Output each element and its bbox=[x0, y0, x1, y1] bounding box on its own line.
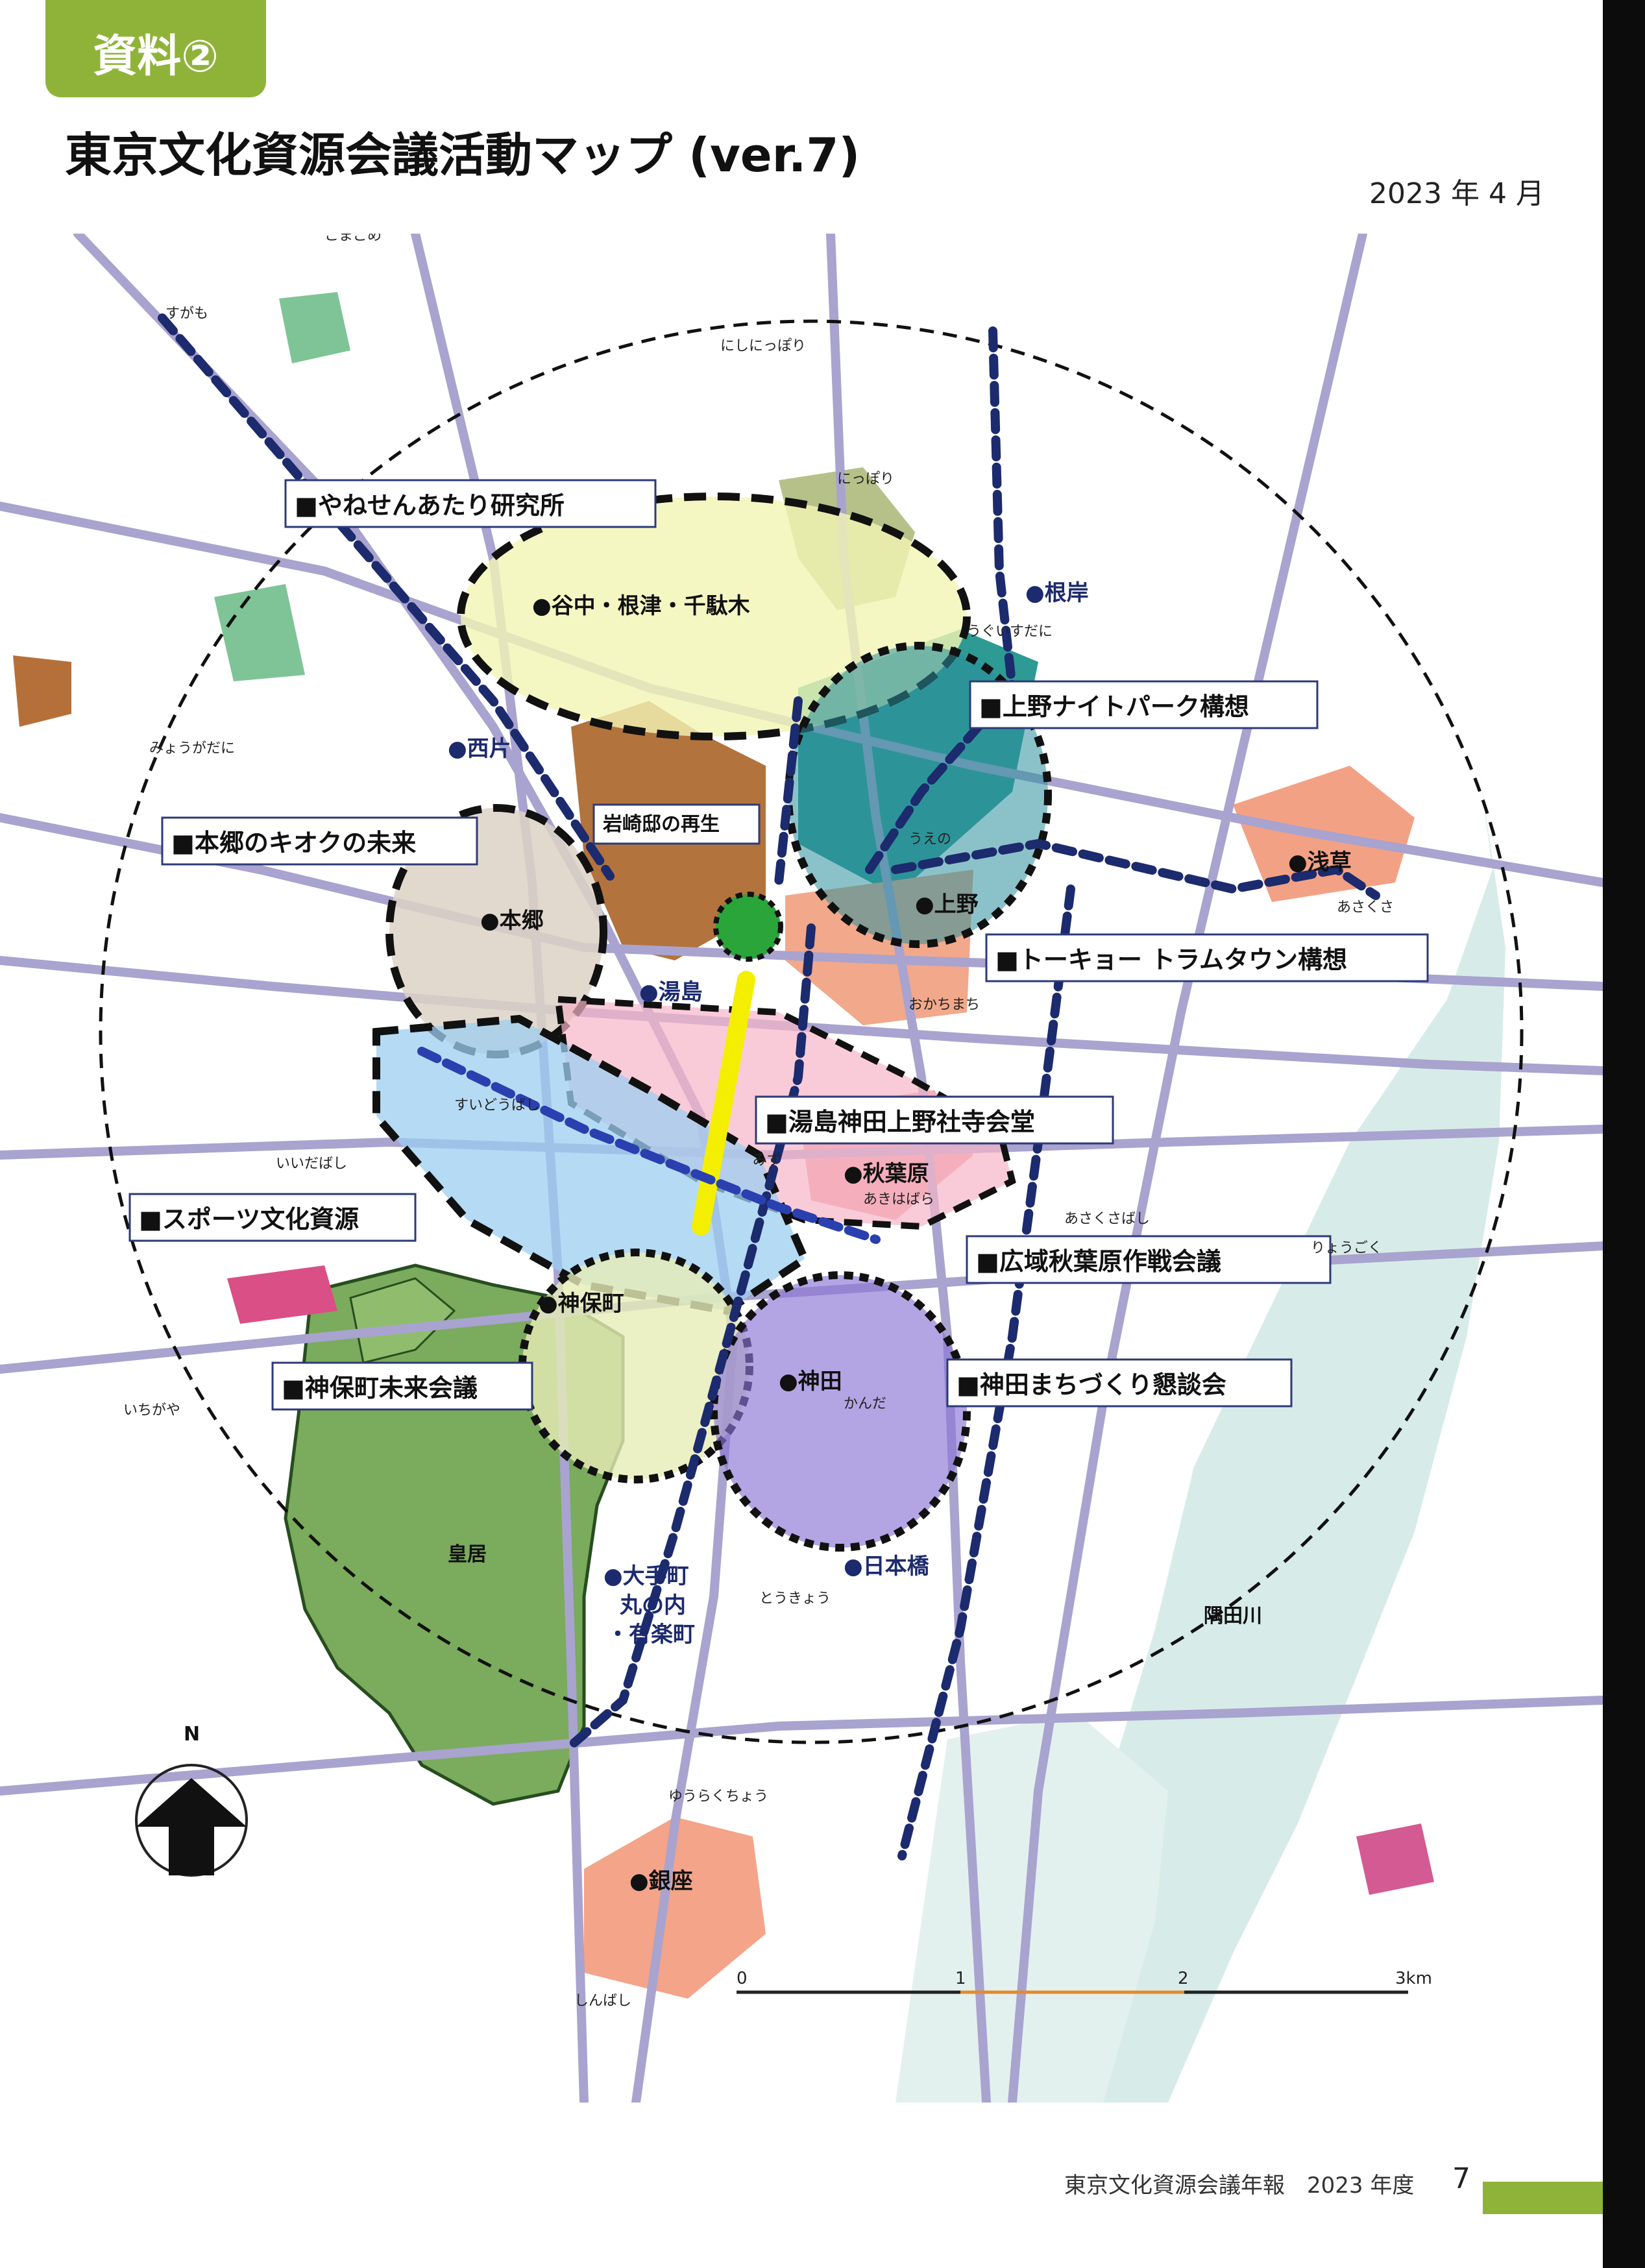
tram-route-6 bbox=[774, 696, 803, 887]
station-label-4: みょうがだに bbox=[149, 740, 235, 757]
project-label-5: ■湯島神田上野社寺会堂 bbox=[765, 1108, 1035, 1136]
ichigaya-marker bbox=[227, 1265, 337, 1324]
station-label-1: にしにっぽり bbox=[720, 338, 806, 354]
project-label-box-3 bbox=[592, 803, 761, 845]
page-number: 7 bbox=[1452, 2162, 1470, 2195]
activity-map: 0 1 2 3km N ■やねせんあたり研究所 ■上野ナイトパーク構想 ■本郷のキオ… bbox=[0, 234, 1603, 2103]
tram-route-3 bbox=[891, 838, 1380, 900]
area-label-2: ●西片 bbox=[448, 736, 511, 762]
station-label-6: おかちまち bbox=[908, 997, 980, 1013]
project-label-box-1 bbox=[969, 680, 1319, 729]
station-label-7: あさくさ bbox=[1337, 899, 1394, 916]
station-label-15: とうきょう bbox=[759, 1591, 831, 1607]
rikugien-park bbox=[214, 584, 305, 681]
station-label-17: しんばし bbox=[574, 1993, 631, 2009]
area-label-1: ●根岸 bbox=[1025, 580, 1089, 606]
iwasaki-residence bbox=[713, 892, 783, 962]
project-label-0: ■やねせんあたり研究所 bbox=[295, 491, 565, 520]
page-title: 東京文化資源会議活動マップ (ver.7) bbox=[65, 128, 860, 182]
tram-route-1 bbox=[158, 313, 615, 881]
station-label-11: あさくさばし bbox=[1064, 1211, 1150, 1227]
station-label-2: にっぽり bbox=[837, 471, 894, 487]
tram-route-4 bbox=[897, 884, 1075, 1860]
project-label-box-4 bbox=[985, 933, 1429, 982]
project-label-1: ■上野ナイトパーク構想 bbox=[979, 692, 1249, 721]
station-label-3: うぐいすだに bbox=[967, 624, 1053, 640]
komagome-park bbox=[279, 292, 350, 363]
project-label-2: ■本郷のキオクの未来 bbox=[171, 829, 416, 857]
area-label-3: ●本郷 bbox=[480, 908, 544, 934]
project-label-box-6 bbox=[128, 1193, 417, 1242]
project-areas bbox=[372, 493, 1052, 1552]
area-label-10: ●日本橋 bbox=[844, 1554, 929, 1579]
ginza-district bbox=[584, 1817, 766, 1999]
project-label-box-7 bbox=[966, 1235, 1332, 1284]
area-label-12: 丸の内 bbox=[619, 1592, 686, 1618]
date-label: 2023 年 4 月 bbox=[1369, 177, 1544, 210]
station-label-9: いいだばし bbox=[276, 1156, 347, 1172]
project-label-box-5 bbox=[755, 1095, 1114, 1145]
footer-publication: 東京文化資源会議年報 2023 年度 bbox=[1064, 2173, 1415, 2199]
area-label-11: ●大手町 bbox=[603, 1563, 689, 1589]
station-label-8: すいどうばし bbox=[454, 1097, 540, 1114]
station-label-13: いちがや bbox=[123, 1402, 180, 1419]
area-label-14: ●銀座 bbox=[629, 1868, 693, 1894]
yushima-highlight-line bbox=[692, 971, 755, 1236]
scale-tick-3: 3km bbox=[1395, 1969, 1432, 1988]
document-tab: 資料② bbox=[45, 0, 266, 97]
tram-route-7 bbox=[417, 1047, 881, 1244]
area-label-9: ●神田 bbox=[779, 1369, 842, 1395]
station-label-14: かんだ bbox=[844, 1396, 886, 1412]
north-arrow: N bbox=[135, 1723, 248, 1877]
north-arrow-icon bbox=[136, 1778, 247, 1875]
project-label-8: ■神田まちづくり懇談会 bbox=[957, 1371, 1226, 1399]
project-label-4: ■トーキョー トラムタウン構想 bbox=[995, 945, 1347, 974]
station-label-16: ゆうらくちょう bbox=[668, 1788, 768, 1805]
scale-tick-2: 2 bbox=[1178, 1969, 1189, 1988]
area-label-6: ●浅草 bbox=[1288, 849, 1352, 875]
project-label-6: ■スポーツ文化資源 bbox=[139, 1205, 359, 1234]
project-label-box-0 bbox=[284, 479, 657, 528]
project-label-box-2 bbox=[161, 816, 478, 866]
sports-culture-area bbox=[372, 1014, 810, 1315]
project-label-box-9 bbox=[271, 1361, 533, 1411]
project-label-box-8 bbox=[946, 1358, 1293, 1408]
east-pink-block bbox=[1356, 1823, 1434, 1895]
area-label-13: ・有楽町 bbox=[607, 1622, 695, 1648]
area-label-8: ●神保町 bbox=[539, 1291, 624, 1317]
area-label-0: ●谷中・根津・千駄木 bbox=[532, 593, 750, 619]
station-label-5: うえの bbox=[908, 831, 951, 847]
area-label-16: 隅田川 bbox=[1204, 1605, 1262, 1628]
kanda-area bbox=[710, 1271, 971, 1552]
map-label-layer: ■やねせんあたり研究所 ■上野ナイトパーク構想 ■本郷のキオクの未来 岩崎邸の再生 ■ト… bbox=[123, 234, 1429, 2009]
station-label-19: みず bbox=[753, 1152, 781, 1169]
footer-accent-bar bbox=[1483, 2182, 1603, 2214]
project-label-9: ■神保町未来会議 bbox=[282, 1374, 478, 1402]
rail-line-6 bbox=[0, 1696, 1603, 1796]
tab-label: 資料② bbox=[93, 30, 219, 82]
station-label-0: すがも bbox=[165, 306, 208, 322]
tram-route-5 bbox=[567, 923, 816, 1750]
west-brown-block bbox=[13, 655, 71, 727]
page-edge bbox=[1603, 0, 1645, 2268]
area-label-7: ●秋葉原 bbox=[844, 1161, 929, 1187]
scale-tick-0: 0 bbox=[737, 1969, 748, 1988]
area-label-5: ●上野 bbox=[915, 892, 979, 918]
project-label-3: 岩崎邸の再生 bbox=[603, 813, 720, 836]
station-label-12: りょうごく bbox=[1311, 1240, 1382, 1256]
scale-bar: 0 1 2 3km bbox=[737, 1969, 1432, 1994]
activity-range-circle bbox=[99, 319, 1524, 1744]
project-label-7: ■広域秋葉原作戦会議 bbox=[976, 1247, 1221, 1276]
area-label-15: 皇居 bbox=[448, 1543, 487, 1566]
north-label: N bbox=[184, 1723, 200, 1746]
area-label-4: ●湯島 bbox=[639, 979, 703, 1005]
scale-tick-1: 1 bbox=[955, 1969, 966, 1988]
station-label-18: こまごめ bbox=[324, 234, 382, 244]
station-label-10: あきはばら bbox=[863, 1191, 934, 1208]
rail-line-8 bbox=[1008, 234, 1367, 2103]
